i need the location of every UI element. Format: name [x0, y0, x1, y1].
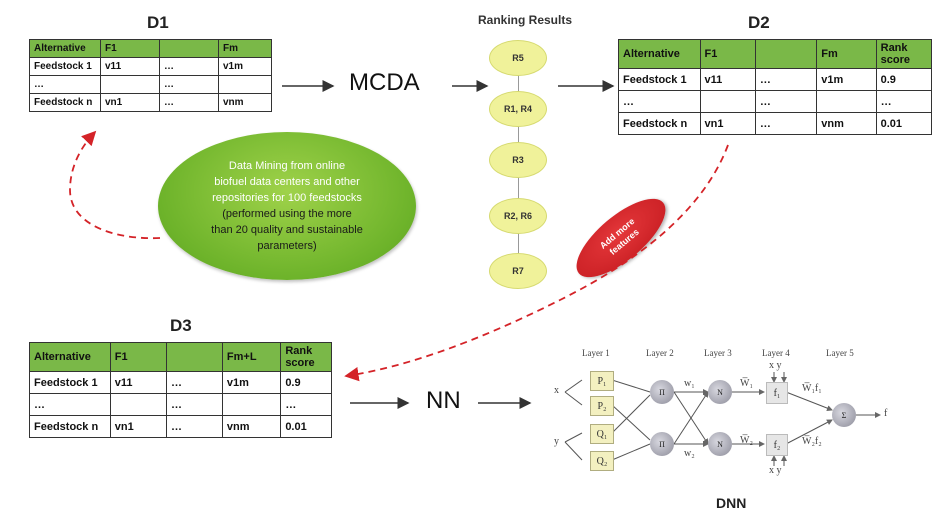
table-row: Feedstock n vn1 … vnm 0.01	[618, 112, 933, 135]
dnn-xy-label: x y	[769, 360, 782, 371]
dnn-layer1-node: Q₂	[590, 451, 614, 471]
table-cell: Feedstock n	[29, 415, 111, 438]
dashed-arrow-to-d3	[344, 144, 729, 382]
table-header-row: Alternative F1 Fm	[29, 39, 272, 58]
table-cell: 0.01	[280, 415, 332, 438]
data-mining-text: Data Mining from online	[228, 160, 346, 172]
header-cell	[754, 39, 818, 69]
dnn-layer4-node: f₂	[766, 434, 788, 456]
d2-title: D2	[748, 13, 770, 32]
dnn-weight-label: W̅₁	[740, 378, 753, 389]
table-cell: v1m	[816, 68, 877, 91]
dnn-layer1-node: P₂	[590, 396, 614, 416]
dnn-weight-label: w₂	[684, 448, 695, 459]
data-mining-text: repositories for 100 feedstocks	[212, 192, 362, 204]
dnn-input-x: x	[554, 385, 559, 396]
header-cell: F1	[100, 39, 160, 58]
dnn-weight-label: W̅₂	[740, 435, 753, 446]
dnn-xy-label: x y	[769, 465, 782, 476]
data-mining-text: parameters)	[257, 240, 317, 252]
ranking-title: Ranking Results	[478, 13, 573, 27]
d1-title: D1	[147, 13, 169, 32]
table-cell: Feedstock 1	[618, 68, 701, 91]
dnn-layer-label: Layer 5	[826, 348, 854, 358]
dashed-arrow-to-d1	[69, 130, 161, 240]
header-cell: Alternative	[29, 342, 111, 372]
dnn-layer5-node: Σ	[832, 403, 856, 427]
table-row: … … …	[618, 90, 933, 113]
ranking-node: R2, R6	[489, 198, 547, 234]
data-mining-text: than 20 quality and sustainable	[211, 224, 363, 236]
header-cell: Rank score	[280, 342, 332, 372]
dnn-layer-label: Layer 4	[762, 348, 790, 358]
nn-label: NN	[426, 387, 461, 414]
table-cell: vnm	[221, 415, 282, 438]
data-mining-text: biofuel data centers and other	[214, 176, 360, 188]
table-cell: v1m	[221, 371, 282, 394]
table-header-row: Alternative F1 Fm Rank score	[618, 39, 933, 69]
table-row: Feedstock 1 v11 … v1m 0.9	[618, 68, 933, 91]
header-cell	[165, 342, 223, 372]
table-row: Feedstock n vn1 … vnm 0.01	[29, 415, 332, 438]
header-cell: Fm	[218, 39, 272, 58]
header-cell: Alternative	[29, 39, 101, 58]
dnn-output-label: f	[884, 408, 888, 419]
dnn-layer1-node: P₁	[590, 371, 614, 391]
table-cell: vn1	[699, 112, 756, 135]
dnn-layer2-node: Π	[650, 380, 674, 404]
dnn-layer1-node: Q₁	[590, 424, 614, 444]
dnn-layer-label: Layer 3	[704, 348, 732, 358]
table-row: … … …	[29, 393, 332, 416]
dnn-layer3-node: N	[708, 432, 732, 456]
dnn-layer-label: Layer 1	[582, 348, 610, 358]
dnn-title: DNN	[716, 495, 747, 511]
dnn-connections	[564, 372, 881, 466]
d1-table: Alternative F1 Fm Feedstock 1 v11 … v1m …	[29, 39, 272, 112]
dnn-layer4-node: f₁	[766, 382, 788, 404]
dnn-weight-label: W̅₂f₂	[802, 436, 822, 447]
table-cell: 0.01	[875, 112, 933, 135]
table-cell: vnm	[816, 112, 877, 135]
ranking-node: R3	[489, 142, 547, 178]
table-row: Feedstock n vn1 … vnm	[29, 93, 272, 112]
table-cell: …	[754, 112, 818, 135]
table-cell: vnm	[218, 93, 272, 112]
dnn-weight-label: W̅₁f₁	[802, 383, 822, 394]
mcda-label: MCDA	[349, 69, 420, 96]
dnn-weight-label: w₁	[684, 378, 695, 389]
data-mining-text: (performed using the more	[222, 208, 352, 220]
ranking-node: R7	[489, 253, 547, 289]
header-cell: Rank score	[875, 39, 933, 69]
dnn-layer-label: Layer 2	[646, 348, 674, 358]
table-cell: vn1	[109, 415, 167, 438]
header-cell: Fm+L	[221, 342, 282, 372]
d2-table: Alternative F1 Fm Rank score Feedstock 1…	[618, 39, 933, 135]
dnn-layer3-node: N	[708, 380, 732, 404]
data-mining-ellipse: Data Mining from online biofuel data cen…	[158, 132, 416, 280]
header-cell: Alternative	[618, 39, 701, 69]
table-header-row: Alternative F1 Fm+L Rank score	[29, 342, 332, 372]
table-cell: vn1	[100, 93, 160, 112]
header-cell: F1	[109, 342, 167, 372]
dnn-layer2-node: Π	[650, 432, 674, 456]
dnn-input-y: y	[554, 436, 559, 447]
ranking-node: R1, R4	[489, 91, 547, 127]
d3-title: D3	[170, 316, 192, 335]
d3-table: Alternative F1 Fm+L Rank score Feedstock…	[29, 342, 332, 438]
ranking-node: R5	[489, 40, 547, 76]
